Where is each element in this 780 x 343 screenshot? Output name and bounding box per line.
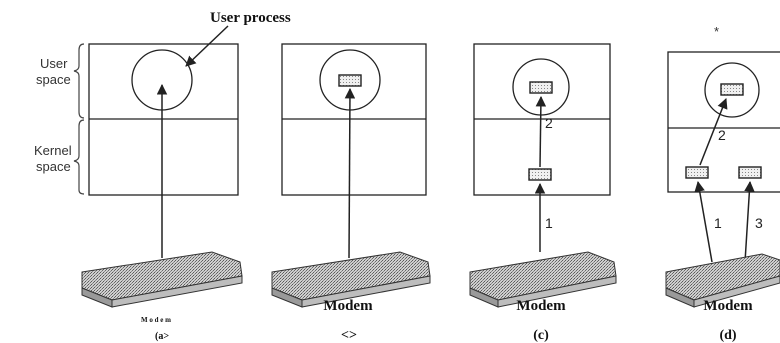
panel-caption: (d): [719, 328, 736, 343]
user-space-label-line1: User: [40, 56, 68, 71]
user-process-title: User process: [210, 10, 291, 26]
packet-buffer-user: [529, 81, 553, 94]
modem-label: M o d e m: [141, 316, 171, 324]
panel-caption: <>: [341, 328, 357, 343]
panel-caption: (c): [533, 328, 549, 343]
address-space-box: [667, 51, 780, 193]
kernel-space-label-line1: Kernel: [34, 143, 72, 158]
modem-device: [271, 251, 431, 308]
user-process-pointer-arrow: [185, 25, 229, 67]
modem-label: Modem: [516, 298, 566, 314]
step-label-2: 2: [545, 115, 553, 131]
modem-to-kernel-arrow-3: [744, 180, 755, 263]
modem-label: Modem: [323, 298, 373, 314]
modem-label: Modem: [703, 298, 753, 314]
panel-c: 2 1 Modem (c): [469, 43, 617, 343]
step-label-2: 2: [718, 127, 726, 143]
step-label-1: 1: [714, 215, 722, 231]
modem-to-kernel-arrow-1: [694, 180, 713, 263]
kernel-to-user-arrow: [535, 95, 547, 168]
packet-buffer-user: [720, 83, 744, 96]
kernel-space-label: Kernel space: [34, 143, 72, 174]
packet-buffer-kernel-1: [685, 166, 709, 179]
packet-buffer-kernel-2: [738, 166, 762, 179]
user-space-label-line2: space: [36, 72, 71, 87]
user-space-label: User space: [36, 56, 71, 87]
packet-buffer-kernel: [528, 168, 552, 181]
panel-d: 2 1 3 Modem (d): [665, 51, 780, 343]
user-space-brace: [73, 43, 85, 119]
panel-caption: (a>: [155, 331, 169, 342]
packet-arrow: [344, 87, 356, 259]
modem-device: [665, 253, 780, 308]
modem-device: [469, 251, 617, 308]
step-label-3: 3: [755, 215, 763, 231]
modem-device: [81, 251, 243, 308]
user-process-circle: [704, 62, 760, 118]
panel-a: M o d e m (a>: [81, 43, 243, 342]
packet-buffer: [338, 74, 362, 87]
kernel-to-user-arrow: [699, 98, 728, 166]
kernel-space-brace: [73, 119, 85, 195]
stray-mark: *: [714, 24, 719, 39]
step-label-1: 1: [545, 215, 553, 231]
panel-b: Modem <>: [271, 43, 431, 343]
kernel-space-label-line2: space: [36, 159, 71, 174]
